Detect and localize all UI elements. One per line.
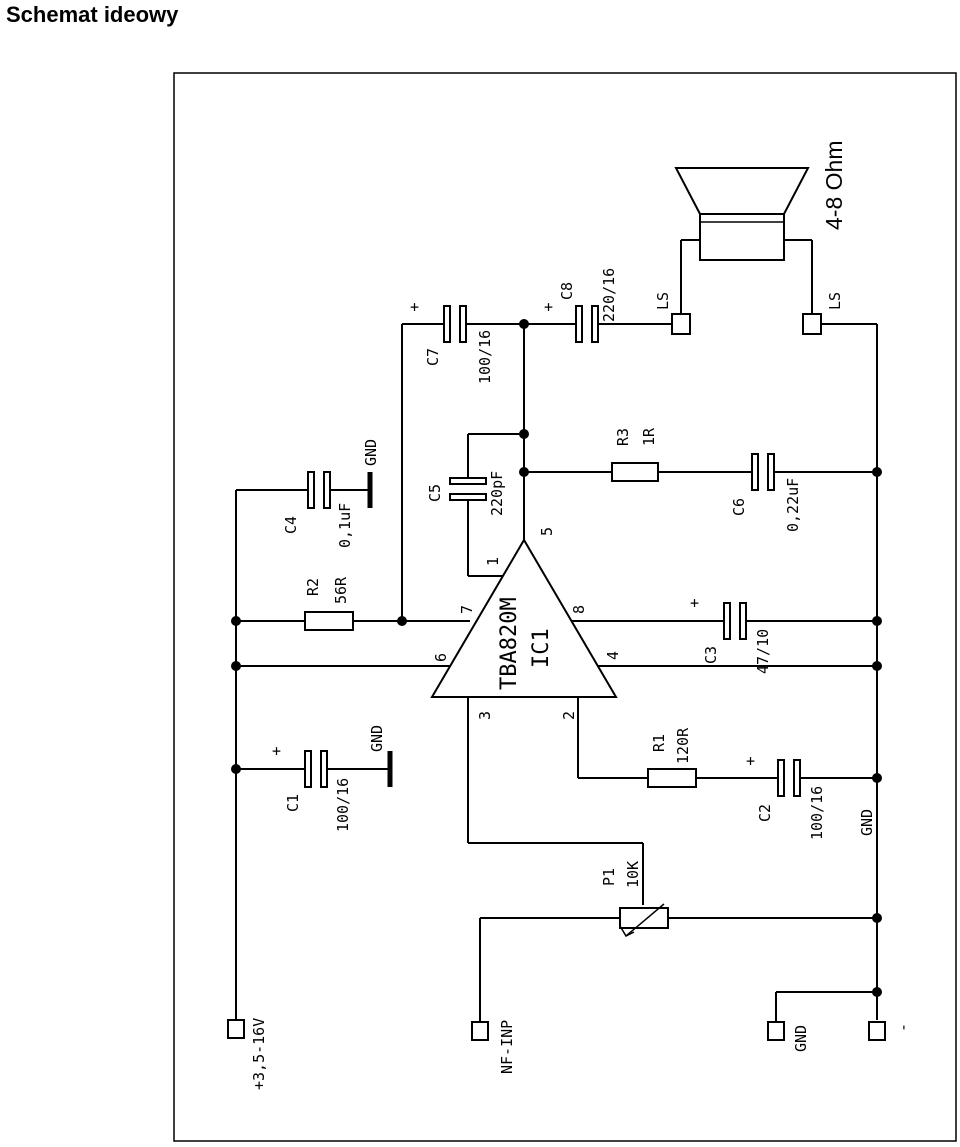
r3-resistor <box>611 462 659 482</box>
c7-ref: C7 <box>424 348 442 366</box>
c3-value: 47/10 <box>754 629 772 674</box>
r2-ref: R2 <box>304 578 322 596</box>
r3-value: 1R <box>640 427 658 446</box>
c7-value: 100/16 <box>476 330 494 384</box>
c3-ref: C3 <box>702 646 720 664</box>
ls-top-terminal[interactable] <box>671 313 691 335</box>
c8-ref: C8 <box>558 282 576 300</box>
speaker-label: 4-8 Ohm <box>821 141 847 230</box>
schematic-frame <box>173 72 957 1142</box>
c8-value: 220/16 <box>600 268 618 322</box>
ls-bottom-terminal[interactable] <box>802 313 822 335</box>
minus-label: - <box>894 1023 912 1032</box>
ic-pin-7: 7 <box>458 605 476 614</box>
c4-ref: C4 <box>282 516 300 534</box>
ic-pin-8: 8 <box>570 605 588 614</box>
ic1-ref-label: IC1 <box>529 628 554 668</box>
r2-resistor <box>304 611 354 631</box>
supply-label: +3,5-16V <box>250 1018 268 1090</box>
p1-value: 10K <box>624 861 642 888</box>
ic-pin-2: 2 <box>560 711 578 720</box>
ls-top-label: LS <box>654 292 672 310</box>
ic1-amplifier <box>430 538 618 698</box>
ic-pin-5: 5 <box>538 527 556 536</box>
c1-value: 100/16 <box>334 778 352 832</box>
p1-wiper-arrow <box>625 903 665 937</box>
c5-value: 220pF <box>488 471 506 516</box>
speaker-magnet <box>699 213 785 261</box>
speaker-cone <box>674 167 810 215</box>
c5-ref: C5 <box>426 484 444 502</box>
c7-plus: + <box>410 298 419 316</box>
c2-gnd-label: GND <box>858 809 876 836</box>
c3-capacitor <box>723 602 731 640</box>
c8-capacitor <box>575 305 583 343</box>
c1-gnd-label: GND <box>368 725 386 752</box>
c6-capacitor <box>751 453 759 491</box>
ls-bottom-label: LS <box>826 292 844 310</box>
c6-value: 0,22uF <box>784 478 802 532</box>
minus-terminal[interactable] <box>868 1021 886 1041</box>
ic-pin-6: 6 <box>432 653 450 662</box>
junction-dots <box>231 319 882 997</box>
p1-ref: P1 <box>600 868 618 886</box>
c4-capacitor <box>307 471 315 509</box>
page-title: Schemat ideowy <box>6 2 179 27</box>
gnd-terminal-label: GND <box>792 1025 810 1052</box>
c1-plus: + <box>272 742 281 760</box>
c4-gnd-label: GND <box>362 439 380 466</box>
c2-value: 100/16 <box>808 786 826 840</box>
r1-ref: R1 <box>650 734 668 752</box>
gnd-terminal[interactable] <box>767 1021 785 1041</box>
c1-capacitor <box>304 750 312 788</box>
input-terminal[interactable] <box>471 1021 489 1041</box>
c2-ref: C2 <box>756 804 774 822</box>
ic1-part-label: TBA820M <box>497 597 522 690</box>
input-label: NF-INP <box>498 1020 516 1074</box>
c1-ref: C1 <box>284 794 302 812</box>
c3-plus: + <box>690 594 699 612</box>
r2-value: 56R <box>332 576 350 604</box>
c4-value: 0,1uF <box>336 503 354 548</box>
ic-pin-4: 4 <box>604 651 622 660</box>
r1-value: 120R <box>674 727 692 764</box>
ic-pin-1: 1 <box>484 557 502 566</box>
c2-capacitor <box>777 759 785 797</box>
c7-capacitor <box>443 305 451 343</box>
r1-resistor <box>647 768 697 788</box>
supply-terminal[interactable] <box>227 1019 245 1039</box>
c8-plus: + <box>544 298 553 316</box>
c6-ref: C6 <box>730 498 748 516</box>
r3-ref: R3 <box>614 428 632 446</box>
c5-capacitor <box>449 477 487 485</box>
p1-potentiometer <box>619 907 669 929</box>
c2-plus: + <box>746 752 755 770</box>
ic-pin-3: 3 <box>476 711 494 720</box>
